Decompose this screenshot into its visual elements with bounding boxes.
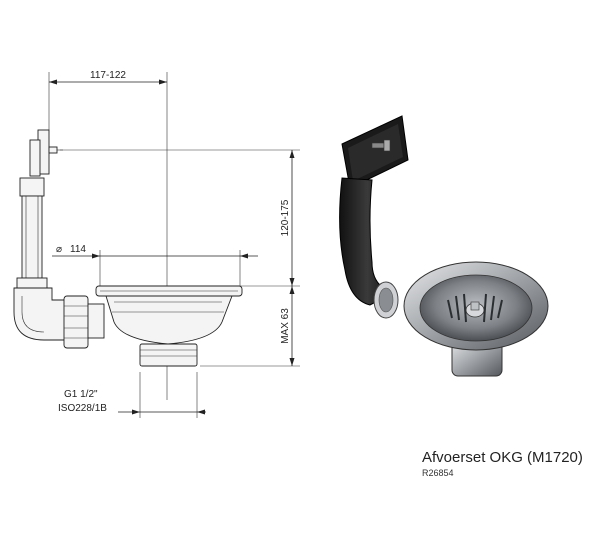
screw-icon [371, 142, 385, 149]
strainer-slots [447, 293, 503, 323]
height-range-label: 120-175 [280, 199, 291, 236]
thread-label: G1 1/2" [64, 389, 98, 400]
product-title: Afvoerset OKG (M1720) [422, 449, 583, 466]
product-code: R26854 [422, 468, 454, 478]
width-dimension-label: 117-122 [90, 70, 126, 81]
max-depth-label: MAX 63 [280, 308, 291, 344]
thread-standard: ISO228/1B [58, 403, 107, 414]
side-connector-nut [63, 295, 89, 349]
diameter-dimension: ⌀ 114 [52, 244, 258, 259]
overflow-housing [29, 139, 41, 177]
height-range-dimension: 120-175 [280, 150, 295, 286]
side-view-drawing: 117-122 ⌀ 114 120-175 MAX 63 [13, 70, 300, 418]
overflow-screw [48, 146, 58, 154]
strainer-outlet [139, 343, 198, 367]
diameter-value: 114 [70, 244, 86, 255]
product-illustration [339, 115, 549, 377]
side-connector-stub [87, 303, 105, 339]
width-dimension: 117-122 [49, 70, 167, 85]
diameter-symbol: ⌀ [56, 244, 62, 255]
overflow-tube [21, 195, 43, 279]
thread-dimension: G1 1/2" ISO228/1B [58, 389, 206, 415]
max-depth-dimension: MAX 63 [280, 286, 295, 366]
strainer-body [105, 295, 233, 345]
overflow-nut [16, 277, 48, 289]
overflow-collar [19, 177, 45, 197]
